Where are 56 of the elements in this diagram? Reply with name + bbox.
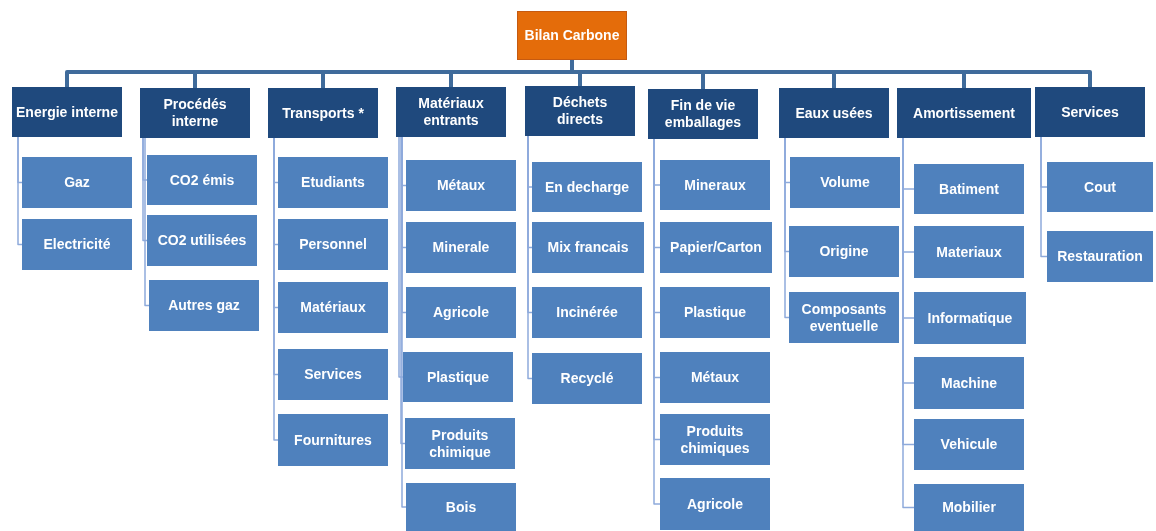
item-box: Machine xyxy=(914,357,1024,409)
connector xyxy=(400,136,406,445)
item-box: Materiaux xyxy=(914,226,1024,278)
item-box: Electricité xyxy=(22,219,132,270)
item-box: Plastique xyxy=(403,352,513,402)
item-box: En decharge xyxy=(532,162,642,212)
item-box: Agricole xyxy=(660,478,770,530)
connector xyxy=(570,60,1092,87)
item-box: Produits chimique xyxy=(405,418,515,469)
connector xyxy=(273,137,279,441)
category-box: Energie interne xyxy=(12,87,122,137)
item-box: Composants eventuelle xyxy=(789,292,899,343)
item-box: Mobilier xyxy=(914,484,1024,531)
item-box: Fournitures xyxy=(278,414,388,466)
category-box: Services xyxy=(1035,87,1145,137)
item-box: Restauration xyxy=(1047,231,1153,282)
connector xyxy=(784,137,790,319)
item-box: Produits chimiques xyxy=(660,414,770,465)
category-box: Amortissement xyxy=(897,88,1031,138)
category-box: Matériaux entrants xyxy=(396,87,506,137)
item-box: Cout xyxy=(1047,162,1153,212)
category-box: Procédés interne xyxy=(140,88,250,138)
item-box: CO2 émis xyxy=(147,155,257,205)
item-box: Minerale xyxy=(406,222,516,273)
item-box: Informatique xyxy=(914,292,1026,344)
root-box: Bilan Carbone xyxy=(517,11,627,60)
item-box: Métaux xyxy=(660,352,770,403)
item-box: Métaux xyxy=(406,160,516,211)
item-box: Incinérée xyxy=(532,287,642,338)
item-box: CO2 utilisées xyxy=(147,215,257,266)
connector xyxy=(144,137,150,307)
item-box: Bois xyxy=(406,483,516,531)
item-box: Recyclé xyxy=(532,353,642,404)
connector xyxy=(17,136,23,246)
item-box: Origine xyxy=(789,226,899,277)
connector xyxy=(142,137,148,242)
item-box: Services xyxy=(278,349,388,400)
item-box: Volume xyxy=(790,157,900,208)
item-box: Matériaux xyxy=(278,282,388,333)
item-box: Personnel xyxy=(278,219,388,270)
item-box: Gaz xyxy=(22,157,132,208)
category-box: Eaux usées xyxy=(779,88,889,138)
item-box: Papier/Carton xyxy=(660,222,772,273)
item-box: Agricole xyxy=(406,287,516,338)
item-box: Plastique xyxy=(660,287,770,338)
category-box: Transports * xyxy=(268,88,378,138)
item-box: Vehicule xyxy=(914,419,1024,470)
category-box: Fin de vie emballages xyxy=(648,89,758,139)
item-box: Batiment xyxy=(914,164,1024,214)
category-box: Déchets directs xyxy=(525,86,635,136)
connector xyxy=(1040,136,1048,258)
item-box: Mix francais xyxy=(532,222,644,273)
item-box: Mineraux xyxy=(660,160,770,210)
item-box: Etudiants xyxy=(278,157,388,208)
item-box: Autres gaz xyxy=(149,280,259,331)
connector xyxy=(527,135,533,380)
